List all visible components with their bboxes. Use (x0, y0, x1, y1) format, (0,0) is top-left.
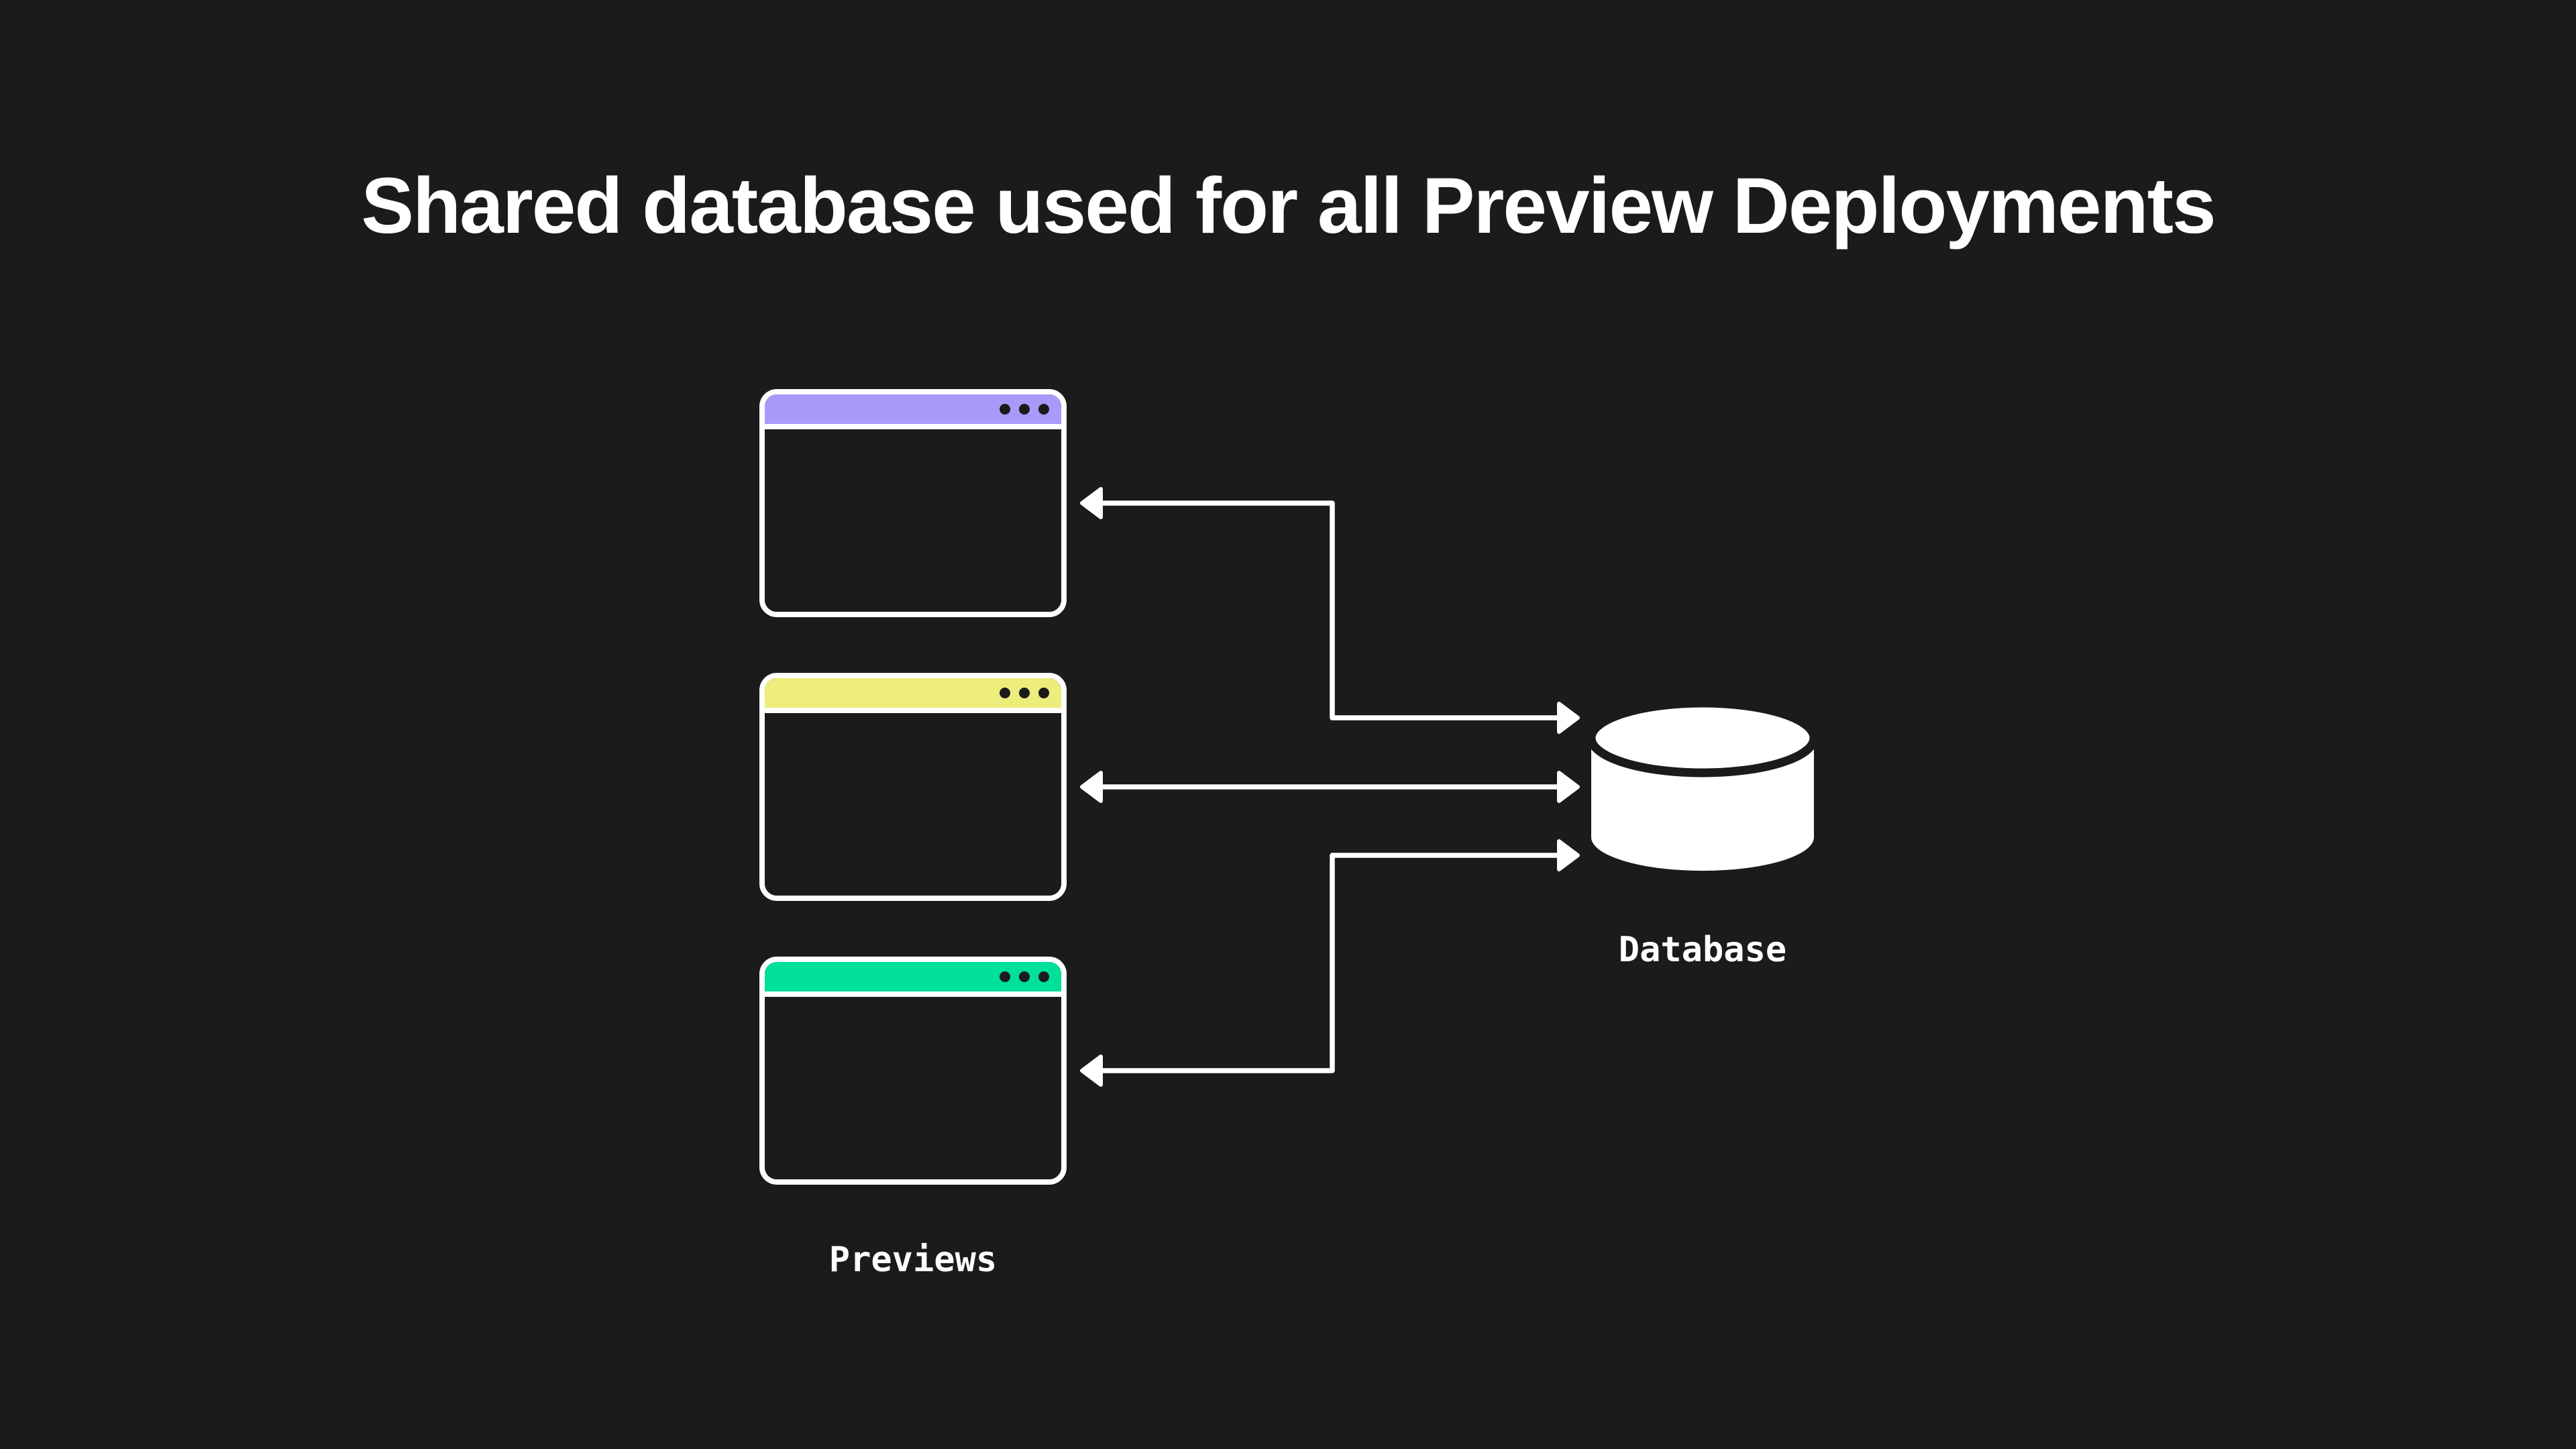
preview-window-1 (759, 389, 1067, 617)
preview-window-2-titlebar (765, 678, 1061, 713)
preview-window-3 (759, 957, 1067, 1185)
arrow-right-icon (1557, 771, 1580, 803)
preview-window-3-body (765, 997, 1061, 1179)
page-title: Shared database used for all Preview Dep… (361, 162, 2216, 250)
preview-window-2-body (765, 713, 1061, 896)
arrow-left-icon (1080, 487, 1103, 519)
arrow-left-icon (1080, 771, 1103, 803)
window-dots-icon (1000, 971, 1049, 982)
arrow-preview1-database (1080, 487, 1580, 734)
preview-window-1-body (765, 429, 1061, 612)
preview-window-2 (759, 673, 1067, 901)
arrow-preview3-database (1080, 839, 1580, 1087)
arrow-left-icon (1080, 1055, 1103, 1087)
arrow-right-icon (1557, 702, 1580, 734)
preview-window-1-titlebar (765, 394, 1061, 429)
arrow-preview2-database (1080, 771, 1580, 803)
preview-window-3-titlebar (765, 962, 1061, 997)
previews-label: Previews (828, 1240, 998, 1280)
database-icon (1587, 698, 1819, 871)
window-dots-icon (1000, 688, 1049, 698)
database-label: Database (1618, 930, 1787, 970)
window-dots-icon (1000, 404, 1049, 415)
arrow-right-icon (1557, 839, 1580, 871)
